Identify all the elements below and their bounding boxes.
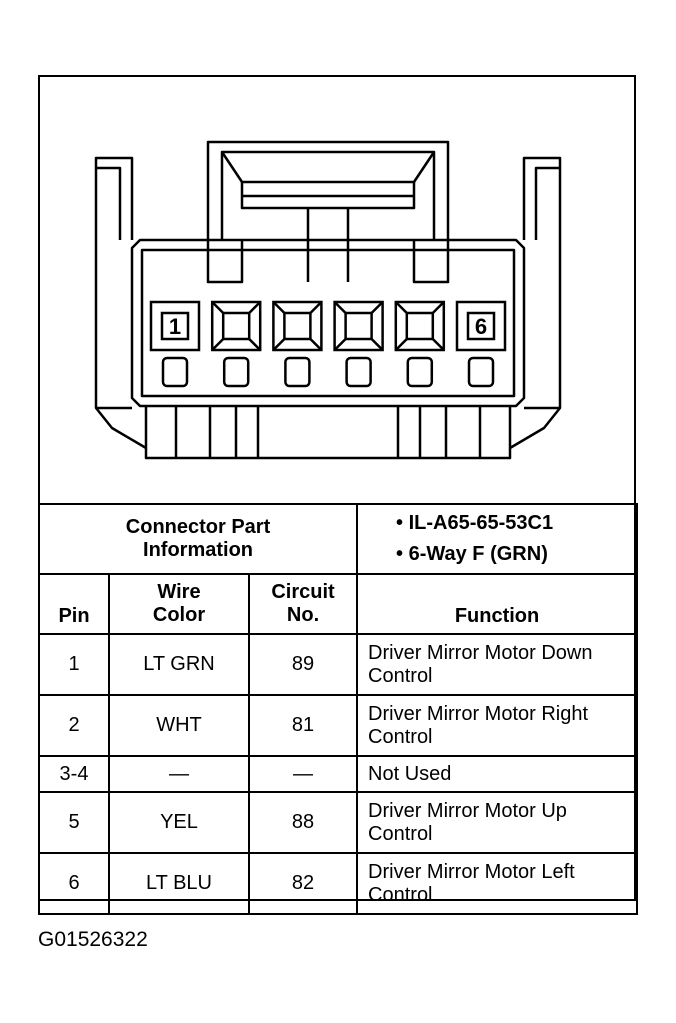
pin-cavity [149,300,201,352]
pin-cavity [455,300,507,352]
pin-cell: 6 [38,852,110,915]
header-row: Pin Wire Color Circuit No. Function [38,573,639,635]
function-cell: Not Used [356,755,639,793]
connector-type: • 6-Way F (GRN) [396,543,548,565]
pin-6-label: 6 [475,314,487,339]
wire-color-cell: — [108,755,250,793]
connector-skirt [144,406,512,460]
wire-color-cell: LT GRN [108,633,250,696]
table-row: 3-4——Not Used [38,755,639,793]
pin-cavity [272,300,323,352]
pin-cell: 1 [38,633,110,696]
col-pin-header: Pin [38,573,110,635]
wire-color-cell: LT BLU [108,852,250,915]
wire-color-cell: WHT [108,694,250,757]
col-circuit-header: Circuit No. [247,573,359,635]
connector-face-drawing: 1 6 [94,140,562,460]
part-info-values: • IL-A65-65-53C1 • 6-Way F (GRN) [356,503,639,575]
circuit-cell: 88 [247,791,359,854]
terminal-slot [222,356,250,388]
terminal-slot [406,356,434,388]
part-info-row: Connector Part Information • IL-A65-65-5… [37,503,639,575]
connector-latch [206,140,450,240]
wire-color-cell: YEL [108,791,250,854]
terminal-slot [345,356,372,388]
pin-cavity [333,300,384,352]
pin-1-label: 1 [169,314,181,339]
terminal-slot [284,356,311,388]
circuit-cell: 81 [247,694,359,757]
terminal-slot [467,356,495,388]
terminal-slot [161,356,189,388]
diagram-id: G01526322 [38,928,148,951]
pin-cell: 2 [38,694,110,757]
part-info-label: Connector Part Information [37,503,359,575]
col-function-header: Function [356,573,639,635]
circuit-cell: — [247,755,359,793]
pin-cavity [394,300,446,352]
left-wing [94,156,147,450]
col-wire-color-header: Wire Color [108,573,250,635]
circuit-cell: 89 [247,633,359,696]
pin-cell: 5 [38,791,110,854]
pin-cell: 3-4 [38,755,110,793]
pin-cavity [210,300,262,352]
circuit-cell: 82 [247,852,359,915]
right-wing [509,156,562,450]
pin-out-table: Connector Part Information • IL-A65-65-5… [37,503,639,915]
part-number: • IL-A65-65-53C1 [396,512,554,534]
connector-body [130,238,526,408]
